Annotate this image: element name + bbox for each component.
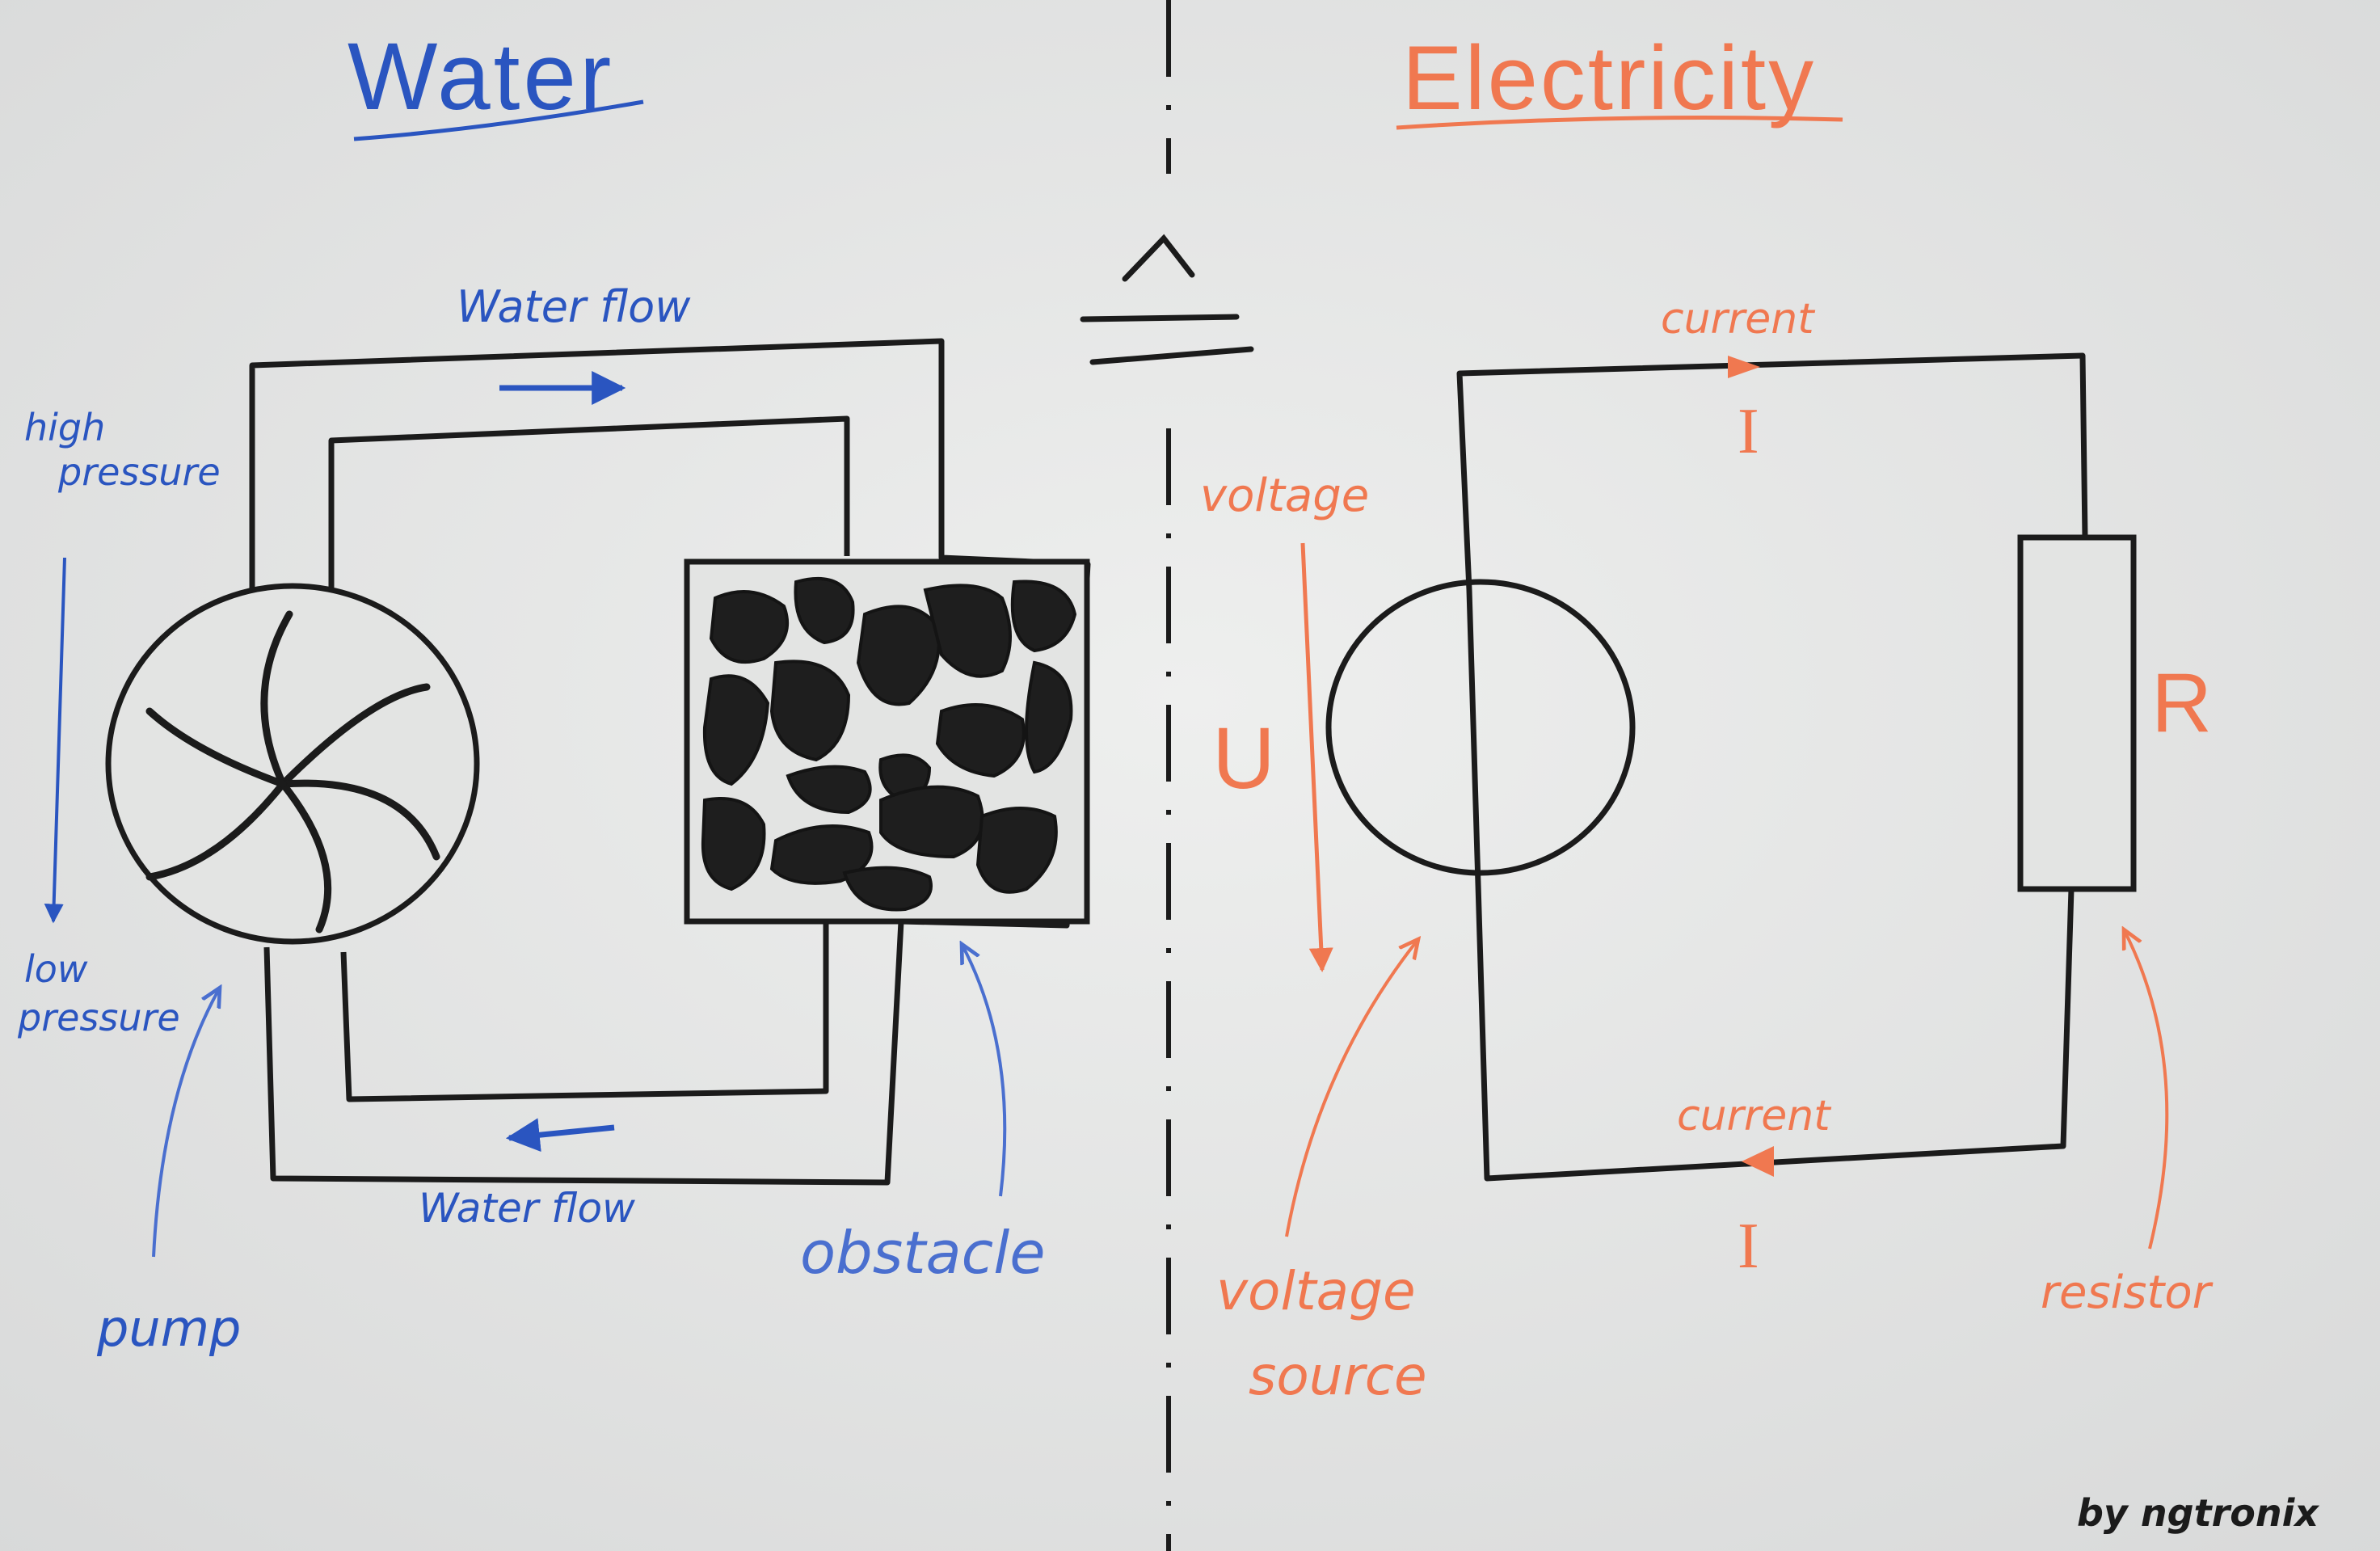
electricity-title: Electricity [1402, 27, 1816, 129]
circuit-wire [1456, 352, 2088, 1182]
voltage-source-symbol [1325, 579, 1636, 876]
low-pressure-label: low pressure [17, 947, 180, 1039]
voltage-arrow [1300, 542, 1333, 972]
voltage-source-word-2: source [1249, 1345, 1427, 1407]
current-arrow-top [1728, 356, 1760, 378]
water-flow-arrow-bottom [505, 1118, 615, 1153]
water-title-underline [353, 99, 644, 141]
obstacle [684, 558, 1090, 925]
pump-housing [105, 583, 480, 945]
voltage-source-pointer-arrow [1285, 939, 1418, 1237]
water-flow-label-top: Water flow [457, 281, 691, 332]
voltage-source-label: voltage source [1216, 1260, 1433, 1407]
author-credit: by ngtronix [2077, 1491, 2319, 1535]
obstacle-rocks [701, 576, 1077, 912]
pressure-drop-arrow [44, 557, 66, 924]
current-label-bottom: current [1677, 1092, 1831, 1140]
pump-pointer-arrow [152, 988, 220, 1258]
divider: ≙ [1080, 0, 1254, 1551]
obstacle-label: obstacle [800, 1219, 1046, 1287]
resistor-label: resistor [2041, 1267, 2214, 1319]
current-arrow-bottom [1742, 1146, 1774, 1177]
low-pressure-word-2: pressure [17, 996, 180, 1039]
electricity-title-underline [1396, 116, 1843, 130]
voltage-source-word-1: voltage [1216, 1260, 1416, 1322]
current-label-top: current [1661, 295, 1815, 343]
current-symbol-bottom: I [1738, 1211, 1759, 1282]
resistor-symbol [2017, 534, 2137, 892]
pump-label: pump [96, 1299, 241, 1358]
obstacle-pointer-arrow [962, 944, 1007, 1197]
pump-impeller-icon [145, 610, 440, 934]
voltage-label: voltage [1200, 470, 1369, 522]
high-pressure-label: high pressure [24, 406, 221, 494]
corresponds-to-icon [1080, 234, 1254, 365]
high-pressure-word-1: high [24, 406, 105, 449]
low-pressure-word-1: low [24, 947, 88, 991]
water-flow-label-bottom: Water flow [419, 1185, 635, 1232]
current-symbol-top: I [1738, 396, 1759, 467]
water-pipe-inner [328, 415, 850, 1102]
high-pressure-word-2: pressure [57, 450, 221, 494]
resistor-pointer-arrow [2124, 929, 2169, 1250]
pump [105, 583, 480, 945]
resistance-symbol: R [2151, 656, 2212, 750]
voltage-symbol: U [1212, 709, 1275, 807]
